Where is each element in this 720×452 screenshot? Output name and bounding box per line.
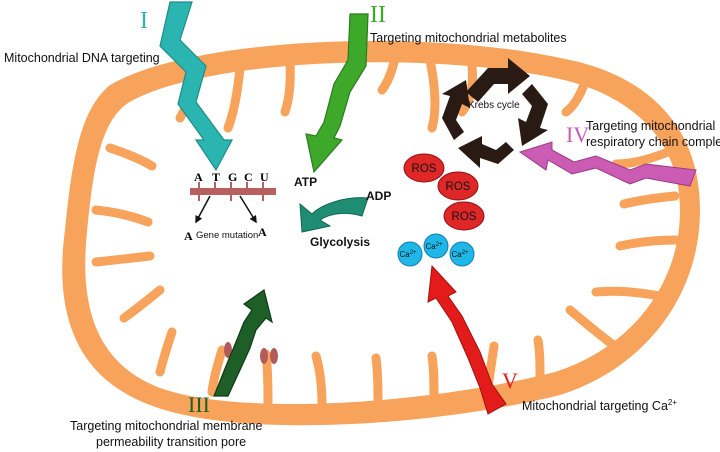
strategy-4-numeral: IV [566, 122, 589, 147]
mutation-base-right: A [258, 225, 267, 239]
adp-label: ADP [366, 189, 391, 203]
ros-group: ROS ROS ROS [403, 153, 485, 231]
dna-base: C [244, 170, 253, 184]
cristae [91, 53, 681, 409]
mutation-arrows [195, 195, 257, 224]
dna-base: U [260, 170, 269, 184]
strategy-5-label: Mitochondrial targeting Ca2+ [522, 398, 677, 413]
mutation-base-left: A [184, 229, 193, 243]
calcium-ions: Ca2+ Ca2+ Ca2+ [397, 233, 475, 267]
strategy-3-label-line2: permeability transition pore [96, 435, 246, 449]
glycolysis-arrow [299, 197, 369, 233]
dna-base: T [212, 170, 220, 184]
strategy-1-numeral: I [140, 8, 148, 34]
ros-label: ROS [412, 163, 437, 175]
dna-base: G [228, 170, 237, 184]
ros-label: ROS [446, 181, 471, 193]
strategy-2-arrow [305, 13, 369, 174]
strategy-4-label-line2: respiratory chain complex [586, 135, 720, 149]
strategy-3-arrow [213, 289, 273, 397]
strategy-1-arrow [159, 1, 233, 172]
dna-base: A [194, 170, 203, 184]
strategy-2-numeral: II [370, 2, 386, 28]
krebs-cycle-label: Krebs cycle [468, 100, 520, 111]
calcium-ion-label: Ca2+ [425, 242, 443, 251]
dna-bar [190, 188, 276, 195]
strategy-1-label: Mitochondrial DNA targeting [4, 51, 160, 65]
calcium-ion-label: Ca2+ [399, 250, 417, 259]
strategy-5-numeral: V [502, 368, 518, 393]
strategy-3-label-line1: Targeting mitochondrial membrane [70, 419, 263, 433]
strategy-4-label-line1: Targeting mitochondrial [586, 119, 715, 133]
strategy-2-label: Targeting mitochondrial metabolites [370, 31, 567, 45]
ros-label: ROS [452, 211, 477, 223]
calcium-ion-label: Ca2+ [451, 250, 469, 259]
strategy-4-arrow [518, 141, 697, 187]
strategy-5-arrow [427, 264, 507, 415]
krebs-cycle-arrows [442, 58, 548, 168]
atp-label: ATP [294, 175, 317, 189]
strategy-3-numeral: III [188, 392, 210, 417]
gene-mutation-label: Gene mutation [196, 230, 258, 241]
inner-matrix [85, 62, 680, 405]
dna-strand: A T G C U [190, 170, 276, 201]
glycolysis-label: Glycolysis [310, 235, 370, 249]
